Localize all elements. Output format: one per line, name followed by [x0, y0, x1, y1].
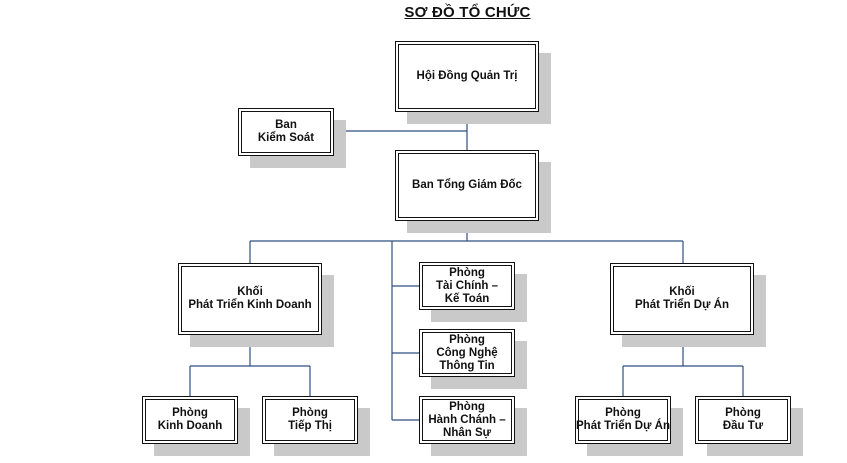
node-supervisory: Ban Kiểm Soát	[238, 108, 334, 156]
node-marketing-label: Phòng Tiếp Thị	[288, 407, 332, 432]
node-it-label: Phòng Công Nghệ Thông Tin	[436, 333, 498, 372]
node-project-dev: Phòng Phát Triển Dự Án	[575, 396, 671, 444]
node-marketing: Phòng Tiếp Thị	[262, 396, 358, 444]
node-ceo-label: Ban Tổng Giám Đốc	[412, 179, 522, 191]
node-it: Phòng Công Nghệ Thông Tin	[419, 329, 515, 377]
node-sales: Phòng Kinh Doanh	[142, 396, 238, 444]
node-supervisory-label: Ban Kiểm Soát	[257, 119, 315, 144]
node-investment-label: Phòng Đầu Tư	[722, 407, 764, 432]
node-board-label: Hội Đồng Quản Trị	[416, 70, 518, 82]
node-sales-label: Phòng Kinh Doanh	[157, 407, 223, 432]
node-business-division: Khối Phát Triển Kinh Doanh	[178, 263, 322, 335]
node-project-dev-label: Phòng Phát Triển Dự Án	[576, 407, 670, 432]
node-project-division-label: Khối Phát Triển Dự Án	[635, 286, 729, 311]
node-finance-label: Phòng Tài Chính – Kế Toán	[436, 266, 498, 305]
node-finance: Phòng Tài Chính – Kế Toán	[419, 262, 515, 310]
node-ceo: Ban Tổng Giám Đốc	[395, 150, 539, 221]
node-board: Hội Đồng Quản Trị	[395, 41, 539, 112]
node-admin-hr: Phòng Hành Chánh – Nhân Sự	[419, 396, 515, 444]
chart-title: SƠ ĐỒ TỔ CHỨC	[404, 4, 531, 21]
node-project-division: Khối Phát Triển Dự Án	[610, 263, 754, 335]
node-admin-hr-label: Phòng Hành Chánh – Nhân Sự	[428, 400, 506, 439]
node-investment: Phòng Đầu Tư	[695, 396, 791, 444]
node-business-division-label: Khối Phát Triển Kinh Doanh	[188, 286, 312, 311]
